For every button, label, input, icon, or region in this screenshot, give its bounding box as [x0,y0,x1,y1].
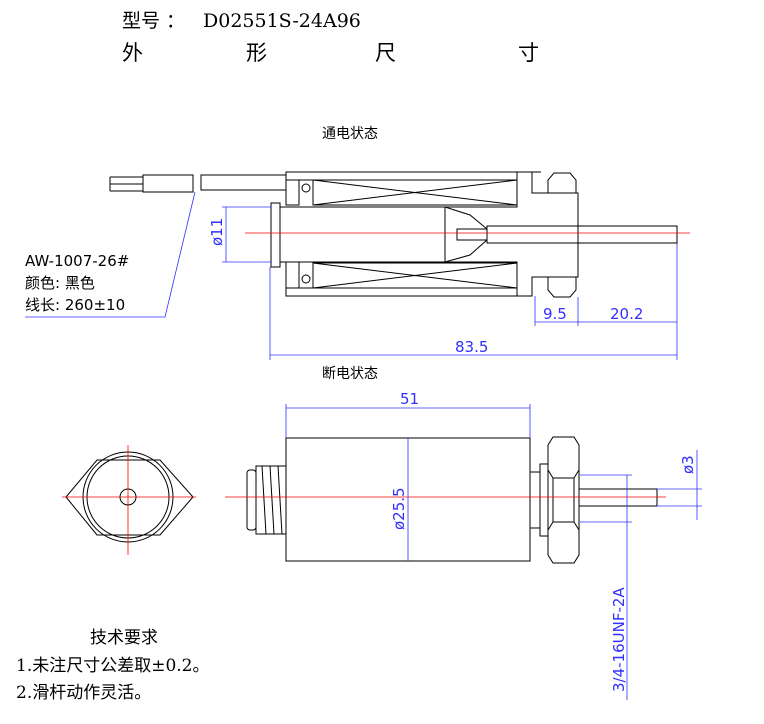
model-number: D02551S-24A96 [203,10,361,32]
dim-9-5: 9.5 [543,305,567,323]
dim-total-length: 83.5 [455,338,488,356]
title-char: 寸 [518,41,539,65]
energized-view-label: 通电状态 [322,126,378,142]
deenergized-view-label: 断电状态 [322,366,378,382]
lead-wires [109,174,287,193]
model-label: 型号 ： [122,10,185,32]
note-item: 2.滑杆动作灵活。 [16,683,151,703]
title-char: 尺 [375,41,396,65]
dim-plunger-dia: ø11 [208,218,226,246]
dim-thread: 3/4-16UNF-2A [610,587,628,692]
dim-body-dia: ø25.5 [390,487,408,530]
end-view [62,445,196,555]
energized-section-view: ø11 9.5 20.2 83.5 [25,171,690,360]
deenergized-side-view: 51 ø25.5 ø3 3/4-16UNF-2A [225,390,702,700]
title-char: 外 [122,41,143,65]
wire-color: 颜色: 黑色 [25,274,95,292]
dim-body-length: 51 [400,390,419,408]
title-char: 形 [246,41,267,65]
notes-title: 技术要求 [90,628,158,648]
dim-shaft-dia: ø3 [679,455,697,474]
wire-length: 线长: 260±10 [25,296,125,314]
note-item: 1.未注尺寸公差取±0.2。 [16,656,210,676]
wire-leader [25,191,196,318]
wire-spec: AW-1007-26# [25,252,129,270]
dim-20-2: 20.2 [610,305,643,323]
